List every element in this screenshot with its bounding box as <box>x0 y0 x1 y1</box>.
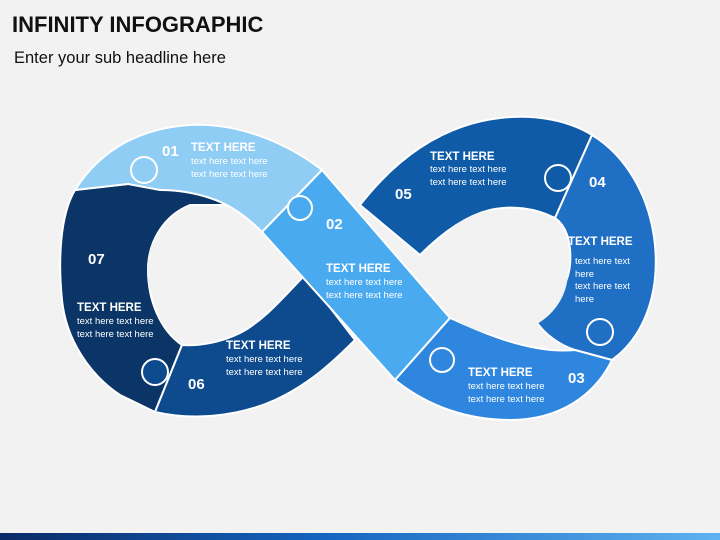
segment-05-line-2: text here text here <box>430 177 507 188</box>
segment-02-line-1: text here text here <box>326 277 403 288</box>
left-loop-hole <box>147 208 263 332</box>
segment-04-shape <box>533 133 657 362</box>
puzzle-knob-01 <box>130 156 158 184</box>
puzzle-knob-05 <box>544 164 572 192</box>
segment-07-number: 07 <box>88 251 105 268</box>
segment-04-line-4: here <box>575 294 594 305</box>
segment-04-heading: TEXT HERE <box>568 236 633 248</box>
segment-06-number: 06 <box>188 376 205 393</box>
segment-01-shape <box>73 123 324 234</box>
page-title: INFINITY INFOGRAPHIC <box>12 12 264 37</box>
puzzle-knob-03 <box>429 347 455 373</box>
segment-04-line-1: text here text <box>575 256 630 267</box>
segment-01-line-1: text here text here <box>191 156 268 167</box>
segment-01-heading: TEXT HERE <box>191 142 256 154</box>
segment-06-line-2: text here text here <box>226 367 303 378</box>
segment-03-shape <box>393 316 614 422</box>
footer-accent-bar <box>0 533 720 540</box>
segment-02-heading: TEXT HERE <box>326 263 391 275</box>
segment-06-shape <box>153 273 357 418</box>
segment-01-number: 01 <box>162 143 179 160</box>
segment-05-line-1: text here text here <box>430 164 507 175</box>
segment-01-line-2: text here text here <box>191 169 268 180</box>
right-loop-hole <box>432 210 568 334</box>
segment-05-heading: TEXT HERE <box>430 151 495 163</box>
segment-02-line-2: text here text here <box>326 290 403 301</box>
segment-03-number: 03 <box>568 370 585 387</box>
segment-06-heading: TEXT HERE <box>226 340 291 352</box>
segment-07-line-2: text here text here <box>77 329 154 340</box>
page-subtitle: Enter your sub headline here <box>14 49 226 67</box>
segment-07-heading: TEXT HERE <box>77 302 142 314</box>
segment-03-heading: TEXT HERE <box>468 367 533 379</box>
segment-04-number: 04 <box>589 174 606 191</box>
segment-05-number: 05 <box>395 186 412 203</box>
segment-03-line-2: text here text here <box>468 394 545 405</box>
puzzle-knob-06 <box>141 358 169 386</box>
segment-04-line-3: text here text <box>575 281 630 292</box>
puzzle-knob-02 <box>287 195 313 221</box>
segment-02-number: 02 <box>326 216 343 233</box>
puzzle-knob-04 <box>586 318 614 346</box>
segment-06-line-1: text here text here <box>226 354 303 365</box>
segment-07-line-1: text here text here <box>77 316 154 327</box>
segment-04-line-2: here <box>575 269 594 280</box>
segment-03-line-1: text here text here <box>468 381 545 392</box>
